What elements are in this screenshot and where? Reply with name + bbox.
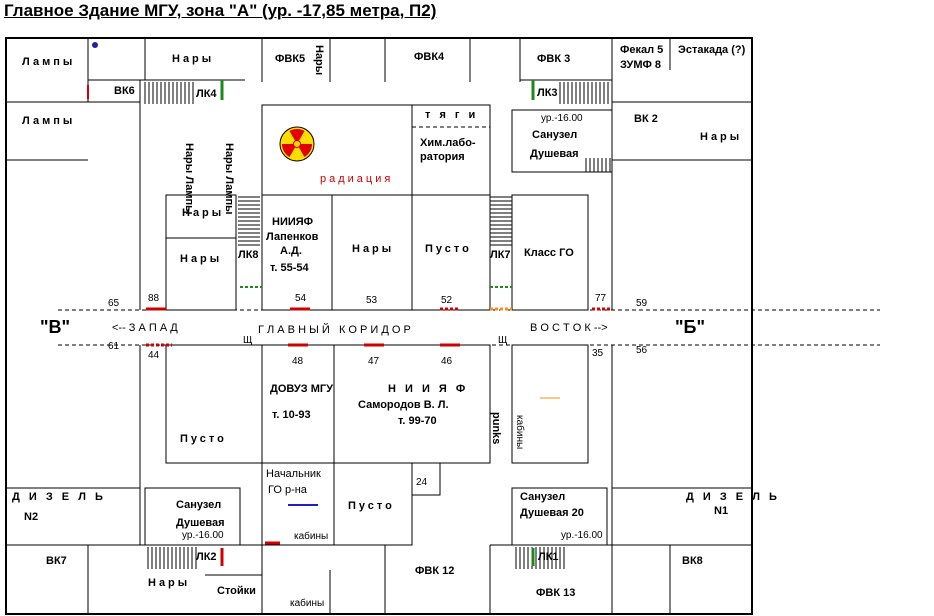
room-fvk4: ФВК4 bbox=[414, 51, 445, 63]
marker-shch-1: Щ bbox=[243, 335, 252, 346]
room-fvk3: ФВК 3 bbox=[537, 53, 570, 65]
door-35: 35 bbox=[592, 348, 604, 359]
room-vk6: ВК6 bbox=[114, 85, 135, 97]
radiation-label: радиация bbox=[320, 173, 393, 185]
door-48: 48 bbox=[292, 356, 304, 367]
stair-lk8: ЛК8 bbox=[238, 249, 259, 261]
page-title: Главное Здание МГУ, зона "А" (ур. -17,85… bbox=[4, 1, 437, 20]
corridor-main: Г Л А В Н Ы Й К О Р И Д О Р bbox=[258, 323, 411, 336]
room-chem-lab-1: Хим.лабо- bbox=[420, 137, 476, 149]
room-nary-west-2: Нары bbox=[180, 253, 222, 265]
room-dovuz-1: ДОВУЗ МГУ bbox=[270, 383, 333, 395]
room-niiyaf-s-3: т. 99-70 bbox=[398, 415, 437, 427]
stair-lk2: ЛК2 bbox=[196, 551, 217, 563]
room-niiyaf-2: Лапенков bbox=[266, 231, 319, 243]
room-kabiny-vertical: кабины bbox=[514, 415, 526, 449]
room-vk2: ВК 2 bbox=[634, 113, 658, 125]
corridor-east: В О С Т О К --> bbox=[530, 322, 608, 334]
marker-shch-2: Щ bbox=[498, 335, 507, 346]
room-diesel-east: Д И З Е Л Ь bbox=[686, 491, 780, 503]
room-nary-middle: Нары bbox=[352, 243, 394, 255]
door-47: 47 bbox=[368, 356, 380, 367]
room-nary-east: Нары bbox=[700, 131, 742, 143]
doors bbox=[87, 80, 612, 566]
room-niiyaf-s-2: Самородов В. Л. bbox=[358, 399, 449, 411]
room-fvk5: ФВК5 bbox=[275, 53, 305, 65]
room-dovuz-2: т. 10-93 bbox=[272, 409, 311, 421]
room-kabiny-1: кабины bbox=[294, 530, 328, 542]
room-vk7: ВК7 bbox=[46, 555, 67, 567]
room-nachalnik-2: ГО р-на bbox=[268, 484, 308, 496]
door-56: 56 bbox=[636, 345, 648, 356]
room-diesel-west: Д И З Е Л Ь bbox=[12, 491, 106, 503]
blue-dot-marker bbox=[92, 42, 98, 48]
room-niiyaf-1: НИИЯФ bbox=[272, 216, 313, 228]
zone-east-label: "Б" bbox=[675, 317, 705, 337]
stair-lk1: ЛК1 bbox=[538, 551, 559, 563]
room-zumf: ЗУМФ 8 bbox=[620, 59, 661, 71]
zone-west-label: "В" bbox=[40, 317, 70, 337]
stair-lk4: ЛК4 bbox=[196, 88, 217, 100]
door-54: 54 bbox=[295, 293, 307, 304]
stair-lk7: ЛК7 bbox=[490, 249, 511, 261]
room-nary-vertical-top: Нары bbox=[313, 45, 325, 75]
room-nachalnik-1: Начальник bbox=[266, 468, 321, 480]
walls bbox=[5, 37, 880, 615]
room-tyagi: т я г и bbox=[425, 109, 478, 121]
radiation-icon bbox=[279, 126, 315, 162]
door-52: 52 bbox=[441, 295, 453, 306]
corridor-west: <-- З А П А Д bbox=[112, 322, 178, 334]
room-lamps-1: Лампы bbox=[22, 56, 75, 68]
door-65: 65 bbox=[108, 298, 120, 309]
room-estakada: Эстакада (?) bbox=[678, 44, 746, 56]
room-fekal: Фекал 5 bbox=[620, 44, 663, 56]
room-niiyaf-4: т. 55-54 bbox=[270, 262, 310, 274]
room-nary-lampy-1: Нары Лампы bbox=[183, 143, 195, 215]
door-77: 77 bbox=[595, 293, 607, 304]
room-nary-lampy-2: Нары Лампы bbox=[223, 143, 235, 215]
room-stoyki: Стойки bbox=[217, 585, 256, 597]
room-sanuzel-ne-2: Душевая bbox=[530, 148, 579, 160]
room-lamps-2: Лампы bbox=[22, 115, 75, 127]
room-diesel-west-n2: N2 bbox=[24, 511, 38, 523]
room-fvk12: ФВК 12 bbox=[415, 565, 454, 577]
room-punks: punks bbox=[490, 412, 502, 444]
room-pusto-south: Пусто bbox=[348, 500, 395, 512]
door-46: 46 bbox=[441, 356, 453, 367]
room-nary-sw: Нары bbox=[148, 577, 190, 589]
door-44: 44 bbox=[148, 350, 160, 361]
door-88: 88 bbox=[148, 293, 160, 304]
room-fvk13: ФВК 13 bbox=[536, 587, 575, 599]
room-nary-west-1: Нары bbox=[182, 207, 224, 219]
room-pusto-middle: Пусто bbox=[425, 243, 472, 255]
labels: Лампы Лампы ВК6 Нары ФВК5 Нары ФВК4 ФВК … bbox=[12, 44, 780, 609]
level-se: ур.-16.00 bbox=[561, 530, 603, 541]
room-nary-top: Нары bbox=[172, 53, 214, 65]
room-chem-lab-2: ратория bbox=[420, 151, 465, 163]
room-diesel-east-n1: N1 bbox=[714, 505, 728, 517]
room-sanuzel-sw-2: Душевая bbox=[176, 517, 225, 529]
level-sw: ур.-16.00 bbox=[182, 530, 224, 541]
room-24: 24 bbox=[416, 477, 428, 488]
room-pusto-sw: Пусто bbox=[180, 433, 227, 445]
stair-lk3: ЛК3 bbox=[537, 87, 558, 99]
stairs bbox=[144, 82, 611, 569]
door-53: 53 bbox=[366, 295, 378, 306]
room-vk8: ВК8 bbox=[682, 555, 703, 567]
room-sanuzel-ne-1: Санузел bbox=[532, 129, 577, 141]
room-sanuzel-sw-1: Санузел bbox=[176, 499, 221, 511]
door-61: 61 bbox=[108, 341, 120, 352]
room-klass-go: Класс ГО bbox=[524, 247, 574, 259]
door-59: 59 bbox=[636, 298, 648, 309]
room-kabiny-2: кабины bbox=[290, 597, 324, 609]
room-sanuzel-se-1: Санузел bbox=[520, 491, 565, 503]
room-sanuzel-se-2: Душевая 20 bbox=[520, 507, 584, 519]
room-niiyaf-s-1: Н И И Я Ф bbox=[388, 383, 468, 395]
level-ne: ур.-16.00 bbox=[541, 113, 583, 124]
room-niiyaf-3: А.Д. bbox=[280, 245, 302, 257]
